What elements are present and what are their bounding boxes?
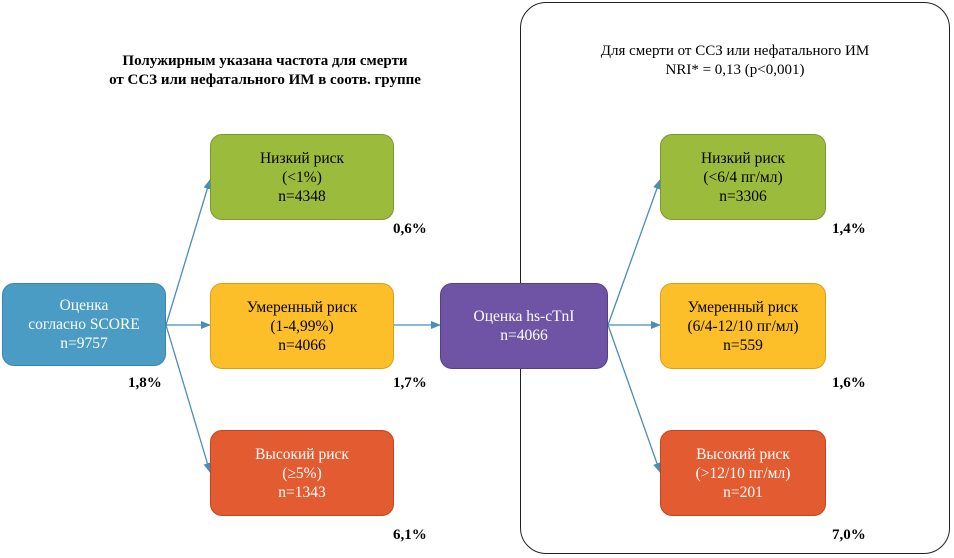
- score-high-risk-pct: 6,1%: [393, 527, 427, 543]
- score-node: Оценка согласно SCORE n=9757: [2, 283, 166, 366]
- score-node-line1: Оценка: [59, 297, 109, 314]
- troponin-moderate-risk-line1: Умеренный риск: [687, 298, 799, 316]
- score-low-risk-line2: (<1%): [282, 168, 322, 186]
- right-caption-line2: NRI* = 0,13 (p<0,001): [665, 62, 805, 78]
- score-moderate-risk-pct: 1,7%: [393, 375, 427, 391]
- troponin-high-risk-line1: Высокий риск: [696, 445, 790, 463]
- score-high-risk-line3: n=1343: [278, 483, 326, 501]
- troponin-node-line1: Оценка hs-cTnI: [473, 308, 575, 325]
- arrow-score-to-low: [165, 179, 212, 326]
- score-low-risk-pct: 0,6%: [393, 221, 427, 237]
- score-node-line3: n=9757: [60, 335, 108, 352]
- left-caption-line1: Полужирным указана частота для смерти: [122, 53, 408, 69]
- right-caption-line1: Для смерти от ССЗ или нефатального ИМ: [600, 43, 870, 59]
- troponin-low-risk-line2: (<6/4 пг/мл): [703, 168, 783, 186]
- score-low-risk-line1: Низкий риск: [259, 149, 345, 167]
- troponin-high-risk-node: Высокий риск (>12/10 пг/мл) n=201: [660, 430, 826, 516]
- troponin-high-risk-line3: n=201: [723, 483, 763, 501]
- troponin-node: Оценка hs-cTnI n=4066: [440, 283, 608, 369]
- arrow-troponin-to-high: [607, 324, 661, 473]
- left-caption-line2: от ССЗ или нефатального ИМ в соотв. груп…: [109, 72, 421, 88]
- troponin-low-risk-line3: n=3306: [719, 187, 767, 205]
- right-caption: Для смерти от ССЗ или нефатального ИМ NR…: [520, 42, 950, 80]
- score-moderate-risk-node: Умеренный риск (1-4,99%) n=4066: [210, 283, 394, 369]
- troponin-high-risk-pct: 7,0%: [832, 527, 866, 543]
- score-moderate-risk-line2: (1-4,99%): [270, 317, 334, 335]
- score-moderate-risk-line1: Умеренный риск: [246, 298, 358, 316]
- troponin-moderate-risk-pct: 1,6%: [832, 375, 866, 391]
- score-high-risk-node: Высокий риск (≥5%) n=1343: [210, 430, 394, 516]
- troponin-node-line2: n=4066: [500, 327, 548, 344]
- score-high-risk-line2: (≥5%): [282, 464, 322, 482]
- troponin-high-risk-line2: (>12/10 пг/мл): [695, 464, 791, 482]
- score-low-risk-node: Низкий риск (<1%) n=4348: [210, 134, 394, 220]
- troponin-moderate-risk-node: Умеренный риск (6/4-12/10 пг/мл) n=559: [660, 283, 826, 369]
- score-high-risk-line1: Высокий риск: [255, 445, 349, 463]
- left-caption: Полужирным указана частота для смерти от…: [60, 52, 470, 90]
- arrow-troponin-to-low: [607, 179, 661, 326]
- score-low-risk-line3: n=4348: [278, 187, 326, 205]
- arrow-score-to-high: [165, 324, 212, 473]
- troponin-low-risk-pct: 1,4%: [832, 221, 866, 237]
- troponin-low-risk-node: Низкий риск (<6/4 пг/мл) n=3306: [660, 134, 826, 220]
- troponin-moderate-risk-line2: (6/4-12/10 пг/мл): [687, 317, 799, 335]
- troponin-low-risk-line1: Низкий риск: [700, 149, 786, 167]
- score-moderate-risk-line3: n=4066: [278, 336, 326, 354]
- troponin-moderate-risk-line3: n=559: [723, 336, 763, 354]
- score-node-line2: согласно SCORE: [28, 316, 140, 333]
- troponin-section-frame: [520, 2, 950, 554]
- score-node-pct: 1,8%: [128, 375, 162, 391]
